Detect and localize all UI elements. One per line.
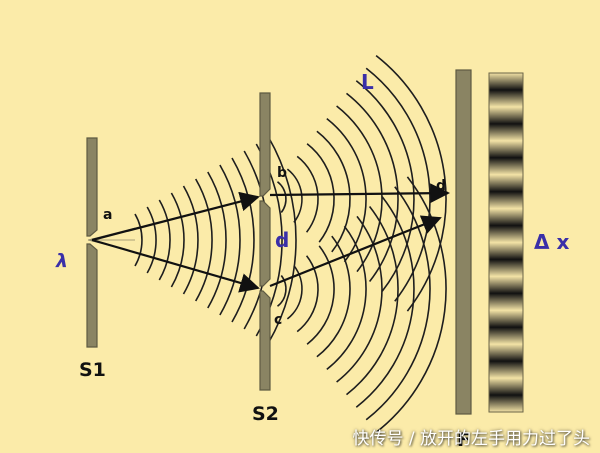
- wavefront-arc-b: [306, 143, 335, 243]
- screen-f: [455, 69, 472, 415]
- wavefront-arc-b: [276, 181, 287, 213]
- wavefront-arc-b: [326, 117, 367, 263]
- wavefront-arc-c: [276, 275, 287, 307]
- label-d-slit: d: [275, 228, 289, 252]
- arrow-b-to-d: [269, 183, 450, 204]
- wavefront-arc-s1: [267, 136, 297, 344]
- label-s2: S2: [252, 403, 279, 425]
- wavefront-arc-s1: [146, 206, 157, 274]
- label-lambda: λ: [55, 250, 68, 272]
- wavefront-arc-c: [286, 265, 303, 320]
- wavefront-arc-c: [336, 215, 383, 383]
- label-s1: S1: [79, 359, 106, 381]
- wavefront-arc-b: [355, 80, 415, 292]
- wavefront-arc-c: [316, 235, 351, 358]
- label-f: F: [457, 429, 470, 451]
- wavefront-arc-s1: [195, 178, 213, 302]
- wavefront-arc-c: [296, 255, 319, 333]
- wavefront-arc-c: [355, 196, 415, 408]
- wavefront-arc-s1: [158, 199, 171, 281]
- arrow-c-to-d: [269, 215, 442, 288]
- wavefront-arc-s1: [182, 185, 199, 295]
- label-d-screen: d: [436, 178, 446, 194]
- arrow-a-to-b: [91, 191, 260, 242]
- barrier-s1: [86, 137, 98, 348]
- watermark: 快传号 / 放开的左手用力过了头: [352, 429, 590, 449]
- label-delta-x: Δ x: [534, 230, 569, 254]
- wavefront-arc-c: [375, 176, 447, 434]
- wavefront-arc-c: [326, 225, 367, 371]
- label-b: b: [277, 165, 287, 181]
- wavefront-arc-b: [375, 54, 447, 312]
- wavefront-arc-c: [306, 245, 335, 345]
- path-arrows: [91, 183, 450, 293]
- label-l: L: [361, 70, 374, 94]
- interference-fringes: [488, 72, 524, 413]
- label-c: c: [274, 312, 282, 328]
- wavefront-arc-s1: [231, 157, 255, 323]
- wavefront-arc-c: [346, 206, 399, 396]
- wavefront-arc-b: [296, 155, 319, 233]
- wavefront-arc-b: [336, 105, 383, 273]
- wavefront-arc-b: [365, 67, 431, 302]
- wavefront-arc-s1: [170, 192, 185, 288]
- wavefront-arc-s1: [207, 171, 227, 309]
- arrow-a-to-c: [91, 238, 260, 293]
- wavefront-arc-b: [346, 92, 399, 282]
- wavefront-arc-b: [316, 130, 351, 253]
- label-a: a: [103, 207, 112, 223]
- wavefront-arc-s1: [134, 213, 143, 267]
- wavefronts: [134, 54, 447, 434]
- barrier-s2: [259, 92, 271, 391]
- wavefront-arc-c: [365, 186, 431, 421]
- wavefront-arc-s1: [219, 164, 241, 316]
